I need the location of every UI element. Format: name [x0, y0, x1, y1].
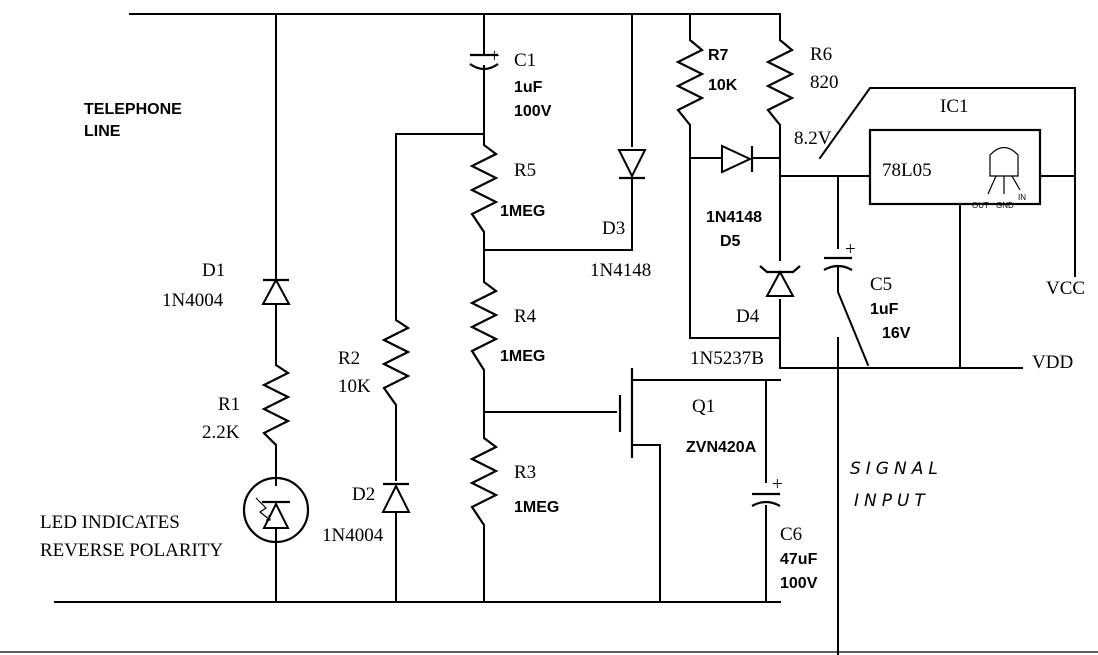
- d2-value: 1N4004: [322, 525, 384, 546]
- c1-ref: C1: [514, 50, 536, 71]
- d3-value: 1N4148: [590, 260, 651, 281]
- ic1-pin-in: IN: [1018, 193, 1026, 202]
- mosfet-q1: [618, 368, 634, 458]
- ic1-value: 78L05: [882, 160, 932, 181]
- regulator-ic1: [868, 128, 1042, 206]
- r2-value: 10K: [338, 376, 371, 397]
- capacitor-c6: +: [751, 474, 783, 507]
- c6-voltage: 100V: [780, 575, 818, 592]
- c5-ref: C5: [870, 274, 892, 295]
- label-led-1: LED INDICATES: [40, 512, 180, 533]
- d5-value: 1N4148: [706, 209, 762, 226]
- c5-value: 1uF: [870, 301, 899, 318]
- resistor-r3: [469, 437, 499, 526]
- resistor-r7: [675, 39, 705, 126]
- led-indicator: [242, 476, 310, 544]
- ic1-ref: IC1: [940, 96, 969, 117]
- r7-ref: R7: [708, 47, 729, 64]
- r1-ref: R1: [218, 394, 240, 415]
- wires: [0, 13, 1098, 655]
- resistor-r5: [469, 144, 499, 233]
- d4-ref: D4: [736, 306, 760, 327]
- r3-value: 1MEG: [514, 499, 559, 516]
- resistor-r6: [765, 39, 795, 126]
- label-vdd: VDD: [1032, 352, 1073, 373]
- r5-ref: R5: [514, 160, 536, 181]
- resistor-r2: [381, 319, 411, 406]
- c1-value: 1uF: [514, 79, 543, 96]
- c6-ref: C6: [780, 524, 802, 545]
- r4-ref: R4: [514, 306, 537, 327]
- diode-d3: [617, 149, 647, 180]
- diode-d1: [261, 277, 291, 305]
- r4-value: 1MEG: [500, 348, 545, 365]
- label-telephone: TELEPHONE: [84, 101, 182, 118]
- c5-polarity: +: [845, 239, 856, 260]
- c6-value: 47uF: [780, 551, 818, 568]
- d4-value: 1N5237B: [690, 348, 764, 369]
- resistor-r4: [469, 281, 499, 371]
- label-8v2: 8.2V: [794, 128, 832, 149]
- r7-value: 10K: [708, 77, 738, 94]
- resistor-r1: [261, 364, 291, 446]
- label-signal: SIGNAL: [850, 459, 943, 479]
- zener-d4: [759, 265, 801, 297]
- d5-ref: D5: [720, 233, 741, 250]
- label-line: LINE: [84, 123, 121, 140]
- q1-ref: Q1: [692, 396, 715, 417]
- r6-ref: R6: [810, 44, 832, 65]
- d3-ref: D3: [602, 218, 625, 239]
- c1-polarity: +: [489, 46, 500, 67]
- ic1-pin-out: OUT: [972, 201, 989, 210]
- c6-polarity: +: [772, 474, 783, 495]
- label-vcc: VCC: [1046, 278, 1085, 299]
- capacitor-c5: +: [823, 239, 856, 271]
- d1-ref: D1: [202, 260, 225, 281]
- ic1-pin-gnd: GND: [996, 201, 1014, 210]
- c1-voltage: 100V: [514, 103, 552, 120]
- q1-value: ZVN420A: [686, 439, 757, 456]
- c5-voltage: 16V: [882, 325, 911, 342]
- labels: TELEPHONE LINE D1 1N4004 R1 2.2K LED IND…: [40, 44, 1085, 592]
- diode-d2: [381, 482, 411, 513]
- r2-ref: R2: [338, 348, 360, 369]
- r5-value: 1MEG: [500, 203, 545, 220]
- r6-value: 820: [810, 72, 839, 93]
- diode-d5: [721, 144, 754, 174]
- d2-ref: D2: [352, 484, 375, 505]
- r3-ref: R3: [514, 462, 536, 483]
- label-led-2: REVERSE POLARITY: [40, 540, 223, 561]
- label-input: INPUT: [854, 491, 930, 511]
- d1-value: 1N4004: [162, 290, 224, 311]
- capacitor-c1: +: [469, 46, 500, 79]
- r1-value: 2.2K: [202, 422, 240, 443]
